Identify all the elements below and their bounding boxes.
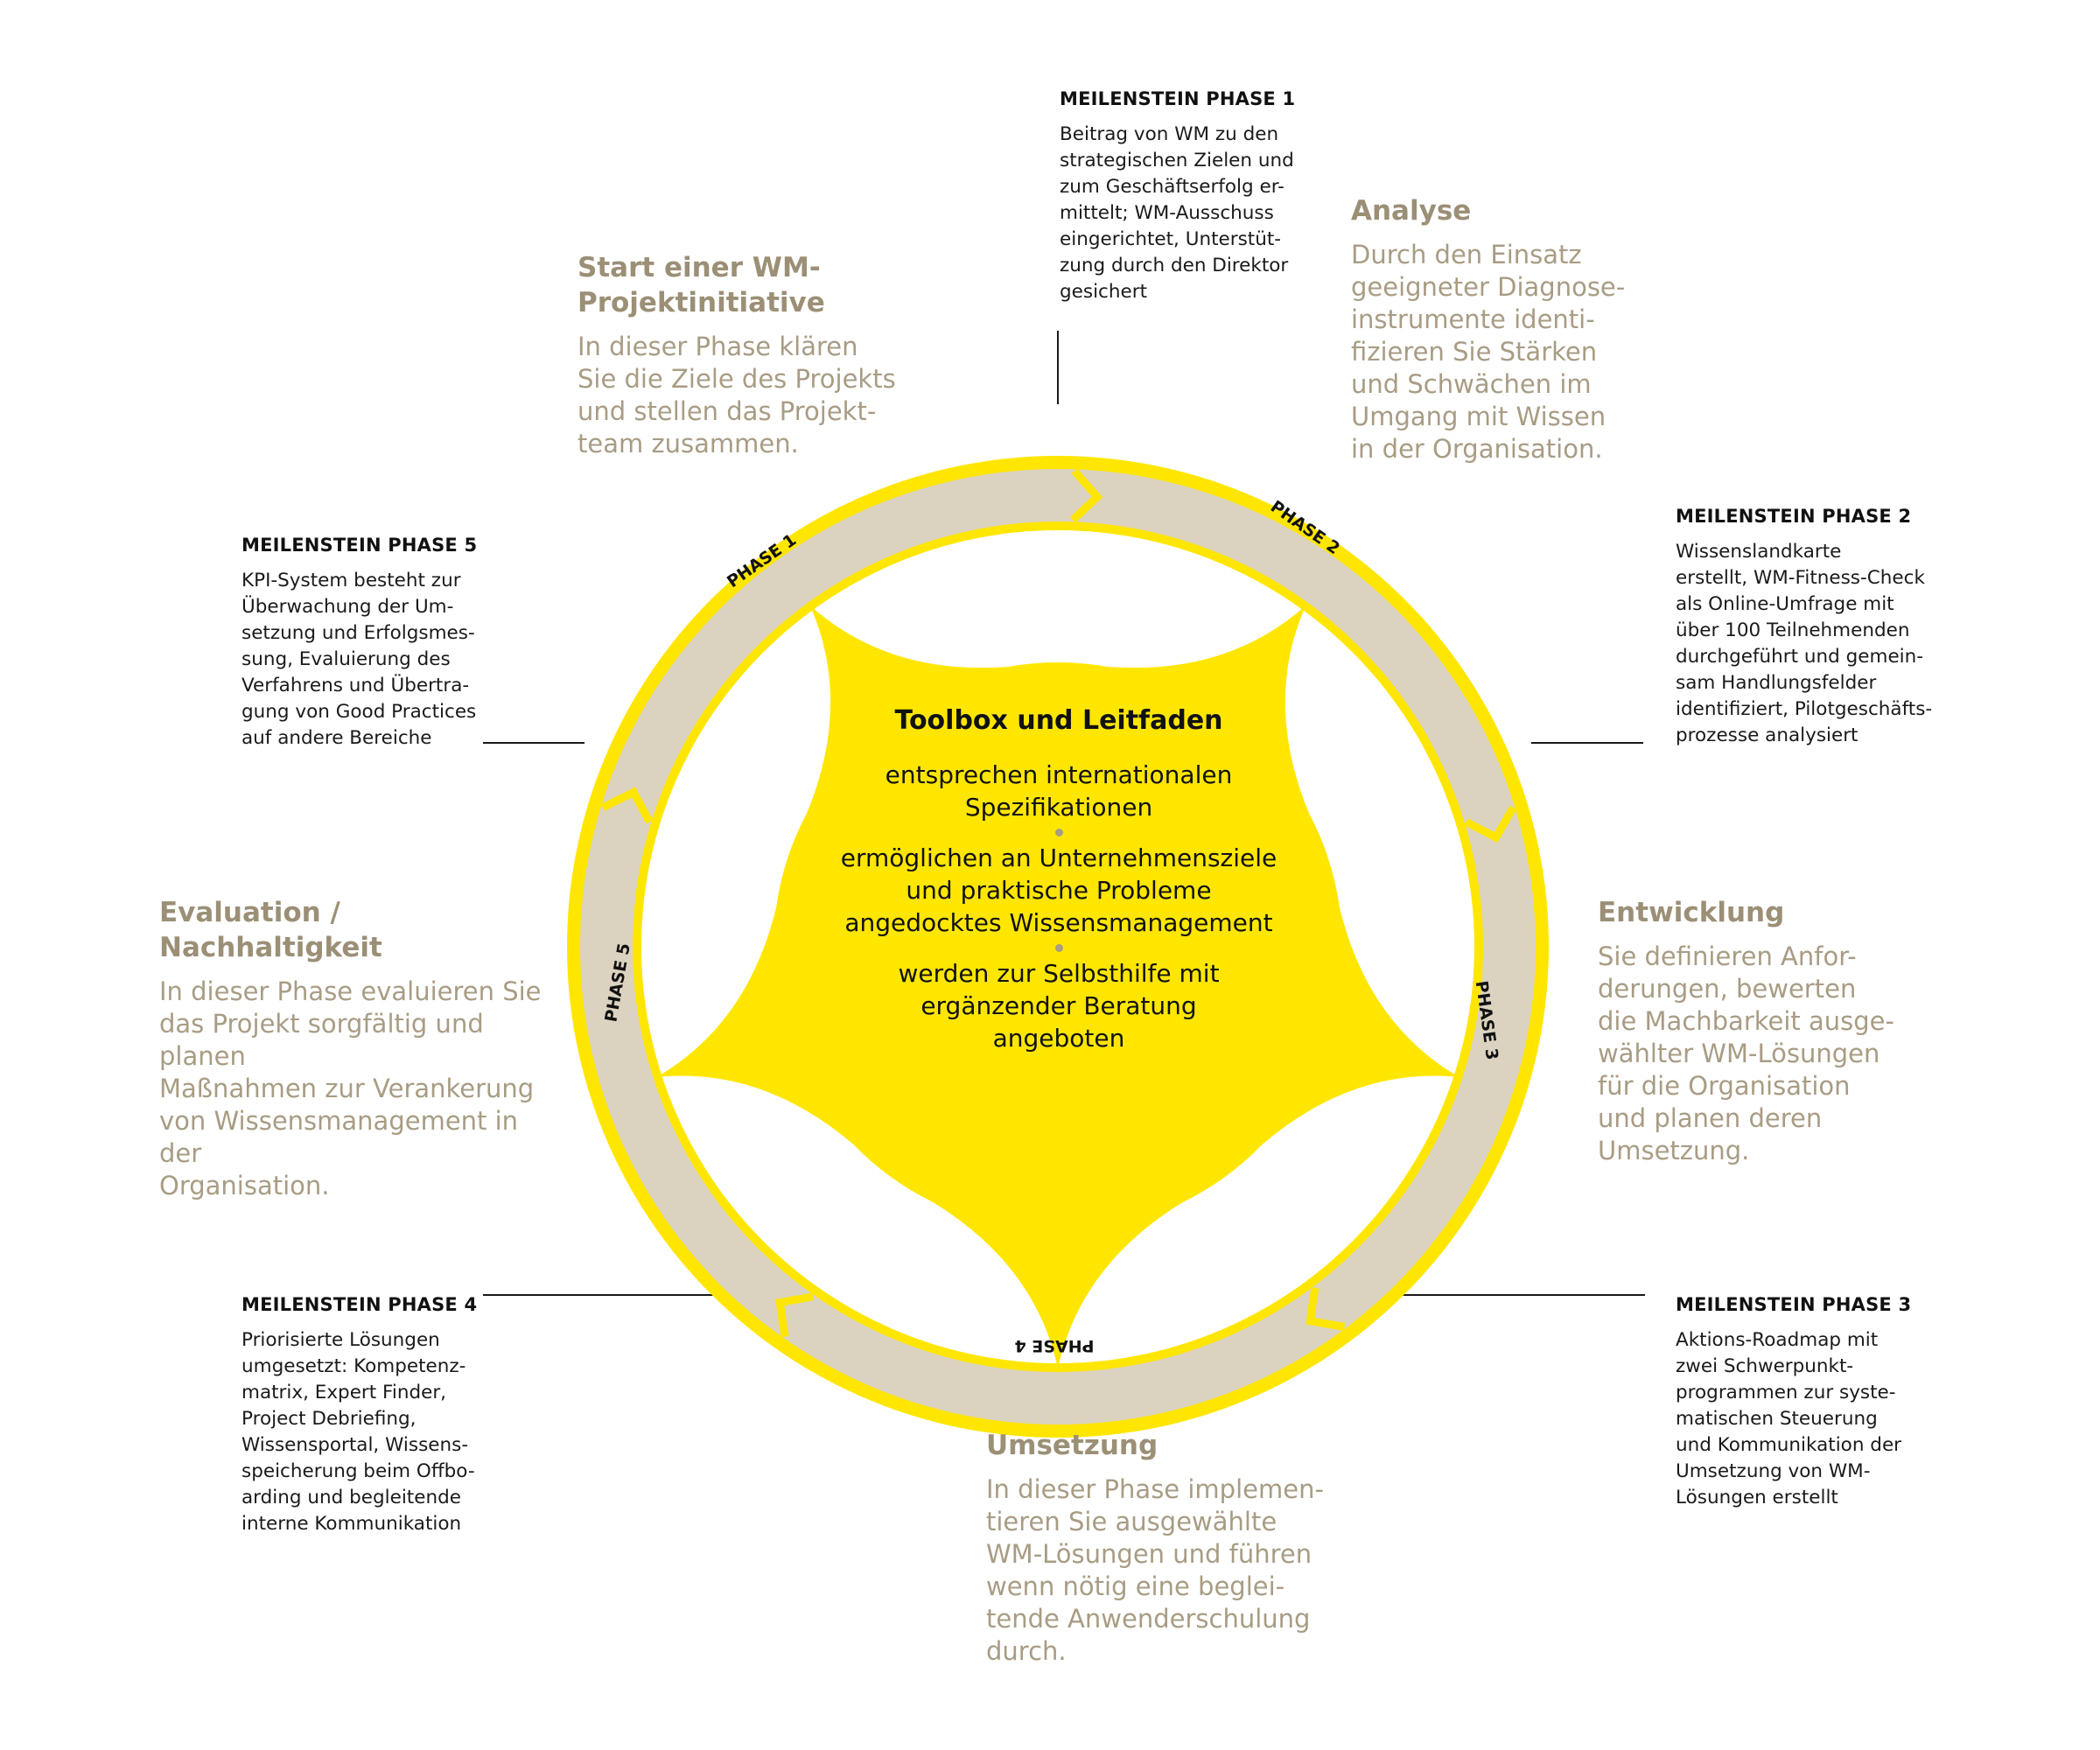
phase-umsetzung-block: Umsetzung In dieser Phase implemen- tier…	[986, 1428, 1336, 1668]
central-star-shape	[656, 606, 1460, 1368]
milestone-1-body: Beitrag von WM zu den strategischen Ziel…	[1060, 123, 1294, 303]
milestone-5-title: MEILENSTEIN PHASE 5	[242, 535, 478, 556]
milestone-5-body: KPI-System besteht zur Überwachung der U…	[242, 570, 477, 749]
milestone-3-body: Aktions-Roadmap mit zwei Schwerpunkt- pr…	[1676, 1329, 1902, 1508]
milestone-5-block: MEILENSTEIN PHASE 5 KPI-System besteht z…	[242, 535, 504, 752]
phase-divider-2	[1464, 805, 1517, 844]
milestone-1-title: MEILENSTEIN PHASE 1	[1060, 88, 1296, 109]
center-item-2: ermöglichen an Unternehmensziele und pra…	[840, 844, 1278, 937]
phase-divider-1	[1069, 468, 1103, 523]
milestone-3-title: MEILENSTEIN PHASE 3	[1676, 1294, 1912, 1315]
center-title: Toolbox und Leitfaden	[894, 705, 1223, 736]
phase-evaluation-block: Evaluation / Nachhaltigkeit In dieser Ph…	[159, 895, 562, 1202]
phase-analyse-body: Durch den Einsatz geeigneter Diagnose- i…	[1351, 240, 1626, 464]
milestone-2-body: Wissenslandkarte erstellt, WM-Fitness-Ch…	[1676, 541, 1933, 746]
phase-evaluation-body: In dieser Phase evaluieren Sie das Proje…	[159, 976, 542, 1200]
phase-evaluation-title: Evaluation / Nachhaltigkeit	[159, 897, 382, 963]
phase-start-body: In dieser Phase klären Sie die Ziele des…	[578, 332, 896, 458]
center-item-1: entsprechen internationalen Spezifikatio…	[885, 760, 1233, 822]
phase-divider-4	[775, 1292, 814, 1338]
phase-dividers	[600, 468, 1517, 1338]
phase-start-block: Start einer WM- Projektinitiative In die…	[578, 250, 910, 460]
milestone-1-block: MEILENSTEIN PHASE 1 Beitrag von WM zu de…	[1060, 88, 1322, 305]
bullet-dot	[1054, 829, 1063, 836]
milestone-2-block: MEILENSTEIN PHASE 2 Wissenslandkarte ers…	[1676, 506, 1956, 749]
phase-divider-5	[600, 787, 654, 824]
ring-label-phase-4: PHASE 4	[1014, 1336, 1094, 1355]
milestone-4-block: MEILENSTEIN PHASE 4 Priorisierte Lösunge…	[242, 1294, 504, 1537]
phase-divider-3	[1306, 1287, 1346, 1331]
phase-start-title: Start einer WM- Projektinitiative	[578, 252, 825, 318]
phase-umsetzung-body: In dieser Phase implemen- tieren Sie aus…	[986, 1474, 1324, 1666]
phase-entwicklung-block: Entwicklung Sie definieren Anfor- derung…	[1598, 895, 1913, 1167]
phase-umsetzung-title: Umsetzung	[986, 1430, 1158, 1461]
center-item-3: werden zur Selbsthilfe mit ergänzender B…	[898, 959, 1220, 1053]
phase-entwicklung-body: Sie definieren Anfor- derungen, bewerten…	[1598, 942, 1894, 1166]
milestone-2-title: MEILENSTEIN PHASE 2	[1676, 506, 1912, 527]
phase-analyse-block: Analyse Durch den Einsatz geeigneter Dia…	[1351, 193, 1666, 466]
phase-entwicklung-title: Entwicklung	[1598, 897, 1785, 928]
bullet-dot	[1054, 944, 1063, 952]
milestone-4-body: Priorisierte Lösungen umgesetzt: Kompete…	[242, 1329, 475, 1535]
center-content: Toolbox und Leitfaden entsprechen intern…	[822, 705, 1295, 1054]
phase-analyse-title: Analyse	[1351, 195, 1472, 227]
milestone-3-block: MEILENSTEIN PHASE 3 Aktions-Roadmap mit …	[1676, 1294, 1956, 1511]
milestone-4-title: MEILENSTEIN PHASE 4	[242, 1294, 478, 1315]
